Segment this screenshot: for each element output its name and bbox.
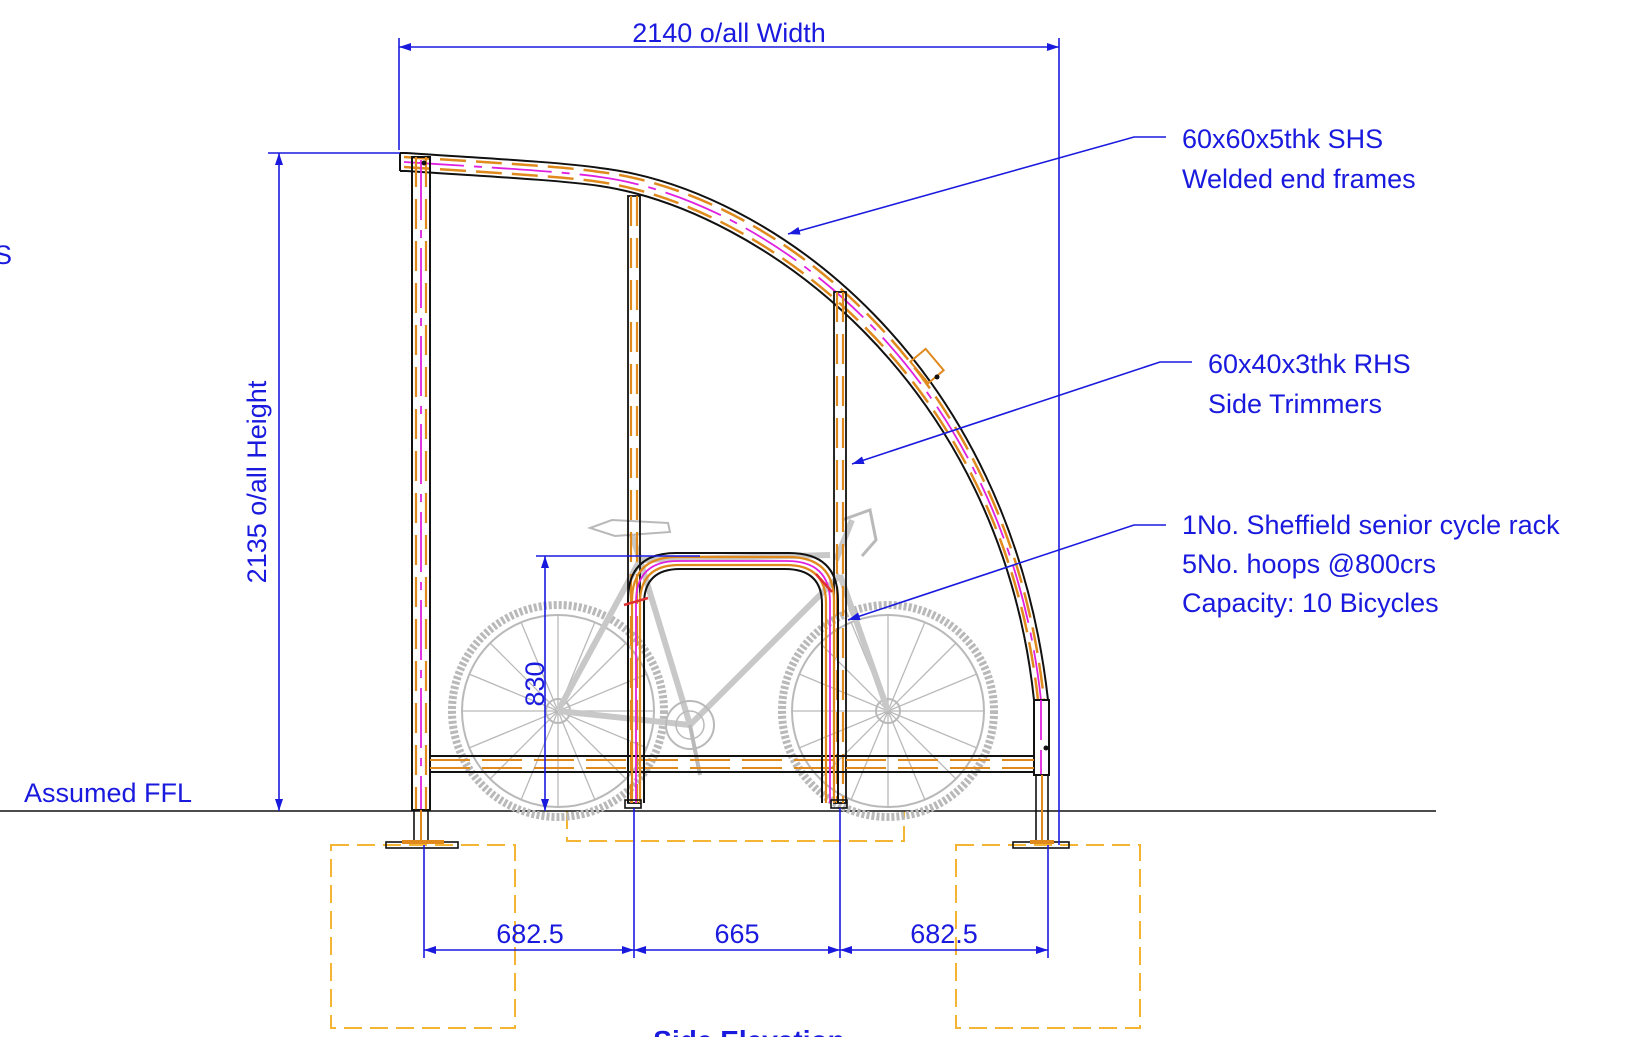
cycle-rack-line2: 5No. hoops @800crs bbox=[1182, 549, 1436, 579]
roof-inner bbox=[400, 170, 1035, 701]
side-trimmers-line2: Side Trimmers bbox=[1208, 389, 1382, 419]
side-trimmers-line1: 60x40x3thk RHS bbox=[1208, 349, 1411, 379]
bottom-spacing-dimensions: 682.5 665 682.5 bbox=[423, 808, 1049, 958]
ffl-label: Assumed FFL bbox=[24, 778, 192, 808]
cycle-rack-line3: Capacity: 10 Bicycles bbox=[1182, 588, 1439, 618]
spacing-middle-text: 665 bbox=[714, 919, 759, 949]
right-trimmer bbox=[833, 291, 847, 804]
bicycle-silhouette bbox=[448, 508, 998, 821]
roof-outer bbox=[400, 152, 1049, 701]
overall-height-dimension: 2135 o/all Height bbox=[242, 152, 400, 811]
end-frames-line2: Welded end frames bbox=[1182, 164, 1416, 194]
callout-cycle-rack: 1No. Sheffield senior cycle rack 5No. ho… bbox=[847, 510, 1560, 621]
middle-trimmer bbox=[627, 195, 641, 804]
cycle-rack-line1: 1No. Sheffield senior cycle rack bbox=[1182, 510, 1560, 540]
overall-width-text: 2140 o/all Width bbox=[632, 18, 826, 48]
sheffield-rack-hoop bbox=[623, 552, 848, 809]
callout-end-frames: 60x60x5thk SHS Welded end frames bbox=[787, 124, 1416, 235]
partial-edge-text: S bbox=[0, 240, 12, 270]
overall-height-text: 2135 o/all Height bbox=[242, 380, 272, 583]
shelter-frame bbox=[385, 152, 1070, 849]
spacing-left-text: 682.5 bbox=[496, 919, 564, 949]
foundation-rack-strip bbox=[566, 811, 905, 842]
end-frames-line1: 60x60x5thk SHS bbox=[1182, 124, 1383, 154]
foundation-pad-left bbox=[330, 844, 516, 1029]
spacing-right-text: 682.5 bbox=[910, 919, 978, 949]
rack-height-text: 830 bbox=[520, 661, 550, 706]
view-title: Side Elevation bbox=[653, 1025, 844, 1037]
rack-height-dimension: 830 bbox=[520, 555, 700, 811]
callout-side-trimmers: 60x40x3thk RHS Side Trimmers bbox=[851, 349, 1411, 465]
overall-width-dimension: 2140 o/all Width bbox=[398, 18, 1060, 845]
